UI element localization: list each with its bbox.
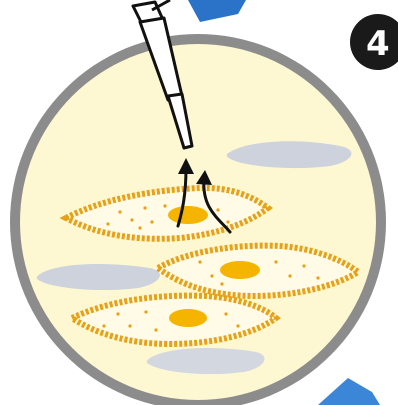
blue-arrow-top-fragment bbox=[188, 0, 246, 22]
nucleus bbox=[169, 309, 207, 327]
blue-arrow-bottom-fragment bbox=[318, 378, 380, 405]
step-number: 4 bbox=[366, 24, 390, 64]
nucleus bbox=[168, 206, 208, 224]
nucleus bbox=[220, 261, 260, 279]
step-badge: 4 bbox=[350, 14, 398, 70]
